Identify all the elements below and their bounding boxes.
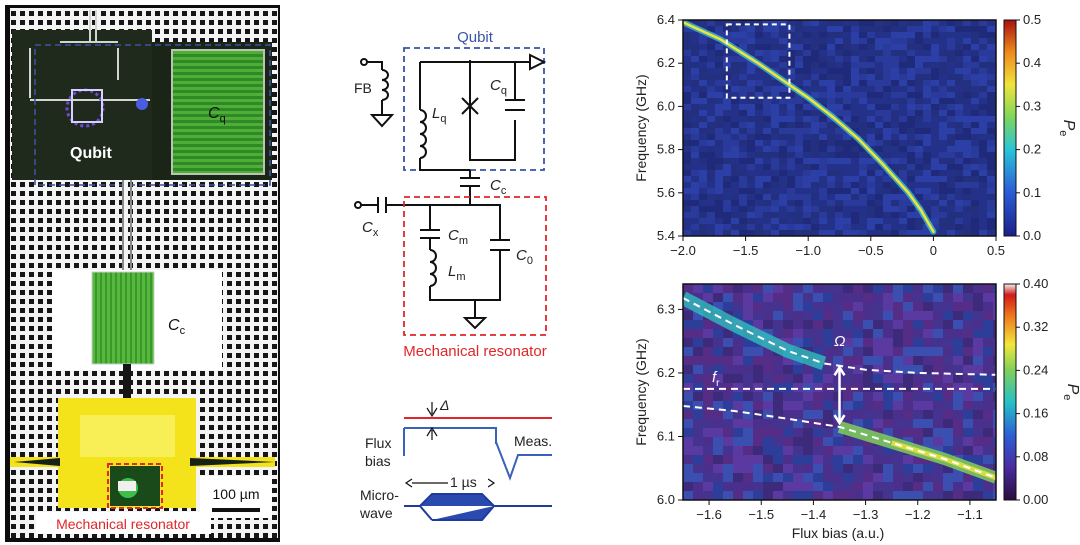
microwave-pulse bbox=[404, 493, 552, 521]
y-tick-label-top: 6.4 bbox=[657, 12, 675, 27]
cm-label: Cm bbox=[448, 227, 468, 247]
x-tick-label-top: −2.0 bbox=[670, 243, 696, 258]
colorbar-tick-label-top: 0.0 bbox=[1023, 228, 1041, 243]
mech-outline-box bbox=[107, 463, 163, 509]
y-tick-label-top: 6.0 bbox=[657, 98, 675, 113]
x-tick-label-top: 0.5 bbox=[987, 243, 1005, 258]
colorbar-tick-label-bottom: 0.24 bbox=[1023, 362, 1048, 377]
lq-label: Lq bbox=[432, 105, 446, 125]
circuit-qubit-title: Qubit bbox=[457, 29, 494, 46]
x-tick-label-bottom: −1.5 bbox=[748, 507, 774, 522]
colorbar-tick-label-top: 0.2 bbox=[1023, 142, 1041, 157]
qubit-label: Qubit bbox=[70, 145, 112, 162]
omega-splitting-arrow bbox=[833, 364, 846, 426]
fb-label: FB bbox=[354, 80, 372, 96]
y-tick-label-top: 5.4 bbox=[657, 228, 675, 243]
colorbar-top bbox=[1003, 19, 1017, 237]
cq-label: Cq bbox=[208, 105, 226, 125]
colorbar-tick-label-top: 0.4 bbox=[1023, 55, 1041, 70]
y-tick-label-top: 5.6 bbox=[657, 185, 675, 200]
junction-icon bbox=[136, 98, 148, 110]
qubit-dashed-box bbox=[403, 47, 545, 171]
lower-branch-fit bbox=[683, 405, 996, 479]
spectrum-chart-top: −2.0 −1.5 −1.0 −0.5 0 0.5 5.4 5.6 5.8 6.0 6.2 6.4 F… bbox=[633, 12, 1077, 258]
y-tick-label-top: 6.2 bbox=[657, 55, 675, 70]
flux-label-1: Flux bbox=[365, 435, 391, 451]
colorbar-bottom bbox=[1003, 283, 1017, 501]
josephson-junction bbox=[461, 97, 479, 115]
circuit-mech-title: Mechanical resonator bbox=[403, 343, 546, 360]
cc-label: Cc bbox=[168, 317, 186, 337]
lm-inductor bbox=[429, 249, 437, 287]
x-tick-label-top: 0 bbox=[930, 243, 937, 258]
x-tick-label-bottom: −1.3 bbox=[853, 507, 879, 522]
colorbar-tick-label-bottom: 0.32 bbox=[1023, 319, 1048, 334]
x-tick-label-bottom: −1.6 bbox=[696, 507, 722, 522]
mech-dashed-box bbox=[403, 196, 547, 336]
colorbar-tick-label-top: 0.5 bbox=[1023, 12, 1041, 27]
upper-branch-fit bbox=[683, 297, 996, 376]
y-tick-label-bottom: 6.1 bbox=[657, 428, 675, 443]
colorbar-tick-label-bottom: 0.16 bbox=[1023, 406, 1048, 421]
fr-label: fr bbox=[712, 369, 720, 389]
omega-label: Ω bbox=[834, 333, 845, 350]
scale-bar-label: 100 µm bbox=[213, 486, 260, 502]
x-tick-label-top: −1.0 bbox=[795, 243, 821, 258]
cq-symbol bbox=[505, 99, 525, 111]
qubit-spectrum-line bbox=[683, 20, 935, 233]
micrograph-panel: Qubit Cq Cc 100 µm Mechanical resonator bbox=[5, 5, 280, 542]
y-tick-label-bottom: 6.0 bbox=[657, 492, 675, 507]
y-tick-label-bottom: 6.2 bbox=[657, 365, 675, 380]
fb-inductor bbox=[381, 69, 389, 101]
cc-circuit-label: Cc bbox=[490, 177, 507, 197]
y-axis-label-bottom: Frequency (GHz) bbox=[633, 338, 649, 445]
lm-label: Lm bbox=[448, 263, 466, 283]
meas-label: Meas. bbox=[514, 433, 552, 449]
colorbar-tick-label-bottom: 0.00 bbox=[1023, 492, 1048, 507]
x-axis-label-bottom: Flux bias (a.u.) bbox=[792, 525, 885, 541]
colorbar-label-bottom: Pe bbox=[1061, 384, 1080, 401]
zoom-region-box bbox=[725, 23, 791, 99]
colorbar-label-top: Pe bbox=[1057, 120, 1077, 137]
x-tick-label-bottom: −1.2 bbox=[905, 507, 931, 522]
colorbar-tick-label-top: 0.3 bbox=[1023, 98, 1041, 113]
circuit-panel: Qubit FB Lq Cq Cc Cx Cm Lm C0 Mechanical… bbox=[354, 29, 552, 521]
y-tick-label-bottom: 6.3 bbox=[657, 301, 675, 316]
colorbar-tick-label-bottom: 0.40 bbox=[1023, 276, 1048, 291]
scale-bar bbox=[212, 508, 260, 512]
cc-capacitor bbox=[91, 271, 155, 365]
delta-label: Δ bbox=[439, 397, 449, 413]
c0-label: C0 bbox=[516, 247, 533, 267]
avoided-crossing-chart: Ω fr −1.6 −1.5 −1.4 −1.3 −1.2 −1.1 6.0 6.1 6.2 6.… bbox=[633, 276, 1080, 541]
x-tick-label-bottom: −1.4 bbox=[801, 507, 827, 522]
qubit-outline-box bbox=[34, 44, 271, 186]
colorbar-tick-label-top: 0.1 bbox=[1023, 185, 1041, 200]
y-axis-label-top: Frequency (GHz) bbox=[633, 74, 649, 181]
cq-capacitor bbox=[171, 49, 265, 175]
cq-circuit-label: Cq bbox=[490, 77, 507, 97]
lq-inductor bbox=[419, 109, 427, 159]
colorbar-tick-label-bottom: 0.08 bbox=[1023, 449, 1048, 464]
flux-label-2: bias bbox=[365, 453, 391, 469]
mech-label-micrograph: Mechanical resonator bbox=[56, 516, 190, 532]
x-tick-label-bottom: −1.1 bbox=[957, 507, 983, 522]
pulse-length-label: 1 µs bbox=[450, 474, 477, 490]
y-tick-label-top: 5.8 bbox=[657, 142, 675, 157]
x-tick-label-top: −1.5 bbox=[733, 243, 759, 258]
mw-label-2: wave bbox=[359, 505, 393, 521]
mw-label-1: Micro- bbox=[360, 487, 399, 503]
x-tick-label-top: −0.5 bbox=[858, 243, 884, 258]
cx-label: Cx bbox=[362, 219, 379, 239]
